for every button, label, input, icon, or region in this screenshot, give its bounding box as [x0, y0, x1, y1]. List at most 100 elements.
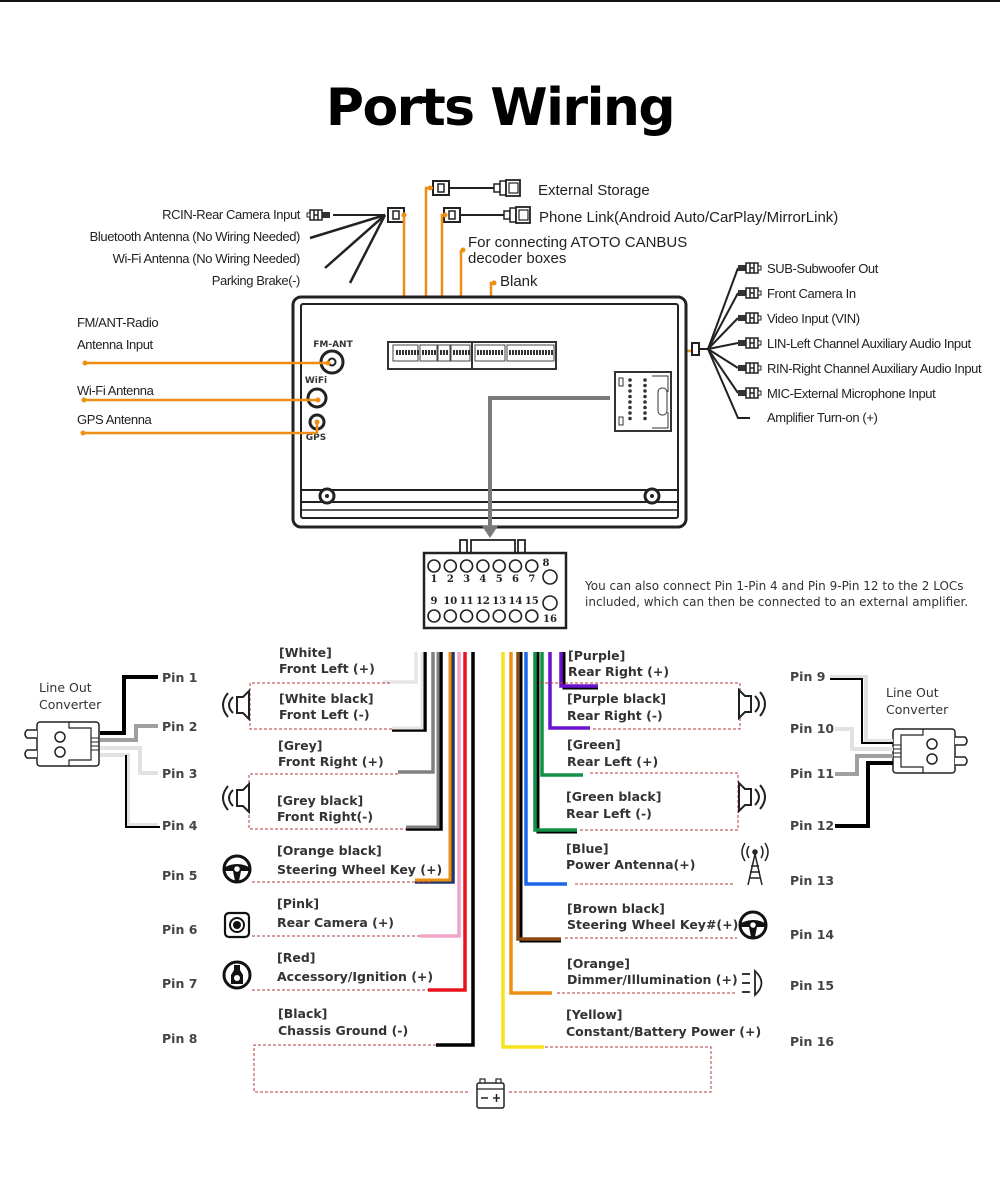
camera-icon [223, 911, 251, 939]
label-blank: Blank [500, 273, 538, 290]
wire [398, 652, 435, 774]
pin-hole [443, 559, 458, 573]
iso-connector-port [614, 371, 672, 432]
page-title: Ports Wiring [325, 78, 676, 138]
wire [548, 652, 590, 730]
label-mic: MIC-External Microphone Input [767, 386, 936, 401]
label-canbus-line1: For connecting ATOTO CANBUS [468, 234, 687, 251]
top-border-line [0, 0, 1000, 2]
wire-function-label: Front Right(-) [277, 809, 373, 824]
pin-hole-8 [542, 569, 558, 585]
label-external-storage: External Storage [538, 182, 650, 199]
loc-right-label-line1: Line Out [886, 685, 939, 700]
pin-label: Pin 9 [790, 669, 825, 684]
label-gps-antenna: GPS Antenna [77, 412, 153, 427]
wire [559, 652, 598, 688]
wire-function-label: Rear Right (-) [567, 708, 663, 723]
left-wire-bundle [383, 652, 475, 1047]
line-out-converter-left: Line Out Converter [24, 675, 160, 828]
pin-number: 11 [460, 596, 474, 607]
usb-phone-link [443, 206, 531, 224]
wire-stripe [415, 652, 452, 882]
wire-function-label: Power Antenna(+) [566, 857, 695, 872]
wire-color-label: [Green] [567, 737, 621, 752]
pin-label: Pin 4 [162, 818, 198, 833]
connector-note-line2: included, which can then be connected to… [585, 595, 968, 609]
wire-function-label: Steering Wheel Key (+) [277, 862, 442, 877]
wire-function-label: Constant/Battery Power (+) [566, 1024, 761, 1039]
label-canbus-line2: decoder boxes [468, 250, 566, 267]
left-pin-labels: Pin 1 Pin 2 Pin 3 Pin 4 Pin 5 Pin 6 Pin … [162, 670, 198, 1046]
label-amp-turn-on: Amplifier Turn-on (+) [767, 410, 878, 425]
wire [524, 652, 567, 886]
speaker-icon [222, 783, 250, 813]
pin-hole [459, 609, 474, 623]
pin-hole [443, 609, 458, 623]
pin-hole [476, 609, 490, 623]
antenna-tower-icon [741, 842, 769, 886]
wire-color-label: [Blue] [566, 841, 609, 856]
wire-function-label: Rear Left (+) [567, 754, 658, 769]
usb-plug-icon [493, 179, 521, 197]
wire [516, 652, 561, 941]
speaker-icon [222, 690, 250, 720]
wire-color-label: [Black] [278, 1006, 327, 1021]
wire-function-label: Accessory/Ignition (+) [277, 969, 433, 984]
headlight-icon [742, 968, 763, 998]
usb-plug-icon [503, 206, 531, 224]
ignition-key-icon [222, 960, 252, 990]
wire [436, 652, 475, 1047]
rca-harness-connector-icon [691, 342, 700, 356]
wire-stripe [406, 652, 440, 829]
wire [383, 652, 418, 684]
wire-color-label: [Brown black] [567, 901, 665, 916]
label-lin: LIN-Left Channel Auxiliary Audio Input [767, 336, 972, 351]
label-rin: RIN-Right Channel Auxiliary Audio Input [767, 361, 982, 376]
pin-label: Pin 3 [162, 766, 197, 781]
wire-stripe [562, 652, 598, 690]
connector-note-line1: You can also connect Pin 1-Pin 4 and Pin… [584, 579, 964, 593]
wire-color-label: [Purple black] [567, 691, 666, 706]
label-wifi-antenna-internal: Wi-Fi Antenna (No Wiring Needed) [113, 251, 300, 266]
label-wifi-antenna: Wi-Fi Antenna [77, 383, 155, 398]
wire-function-label: Chassis Ground (-) [278, 1023, 408, 1038]
pin-label: Pin 15 [790, 978, 834, 993]
pin-number-8: 8 [543, 558, 550, 569]
label-rcin: RCIN-Rear Camera Input [162, 207, 301, 222]
wire-stripe [519, 652, 561, 943]
wire-color-label: [Grey black] [277, 793, 363, 808]
wire [509, 652, 552, 995]
pin-number: 14 [509, 596, 523, 607]
pin-number: 1 [431, 574, 438, 585]
label-parking-brake: Parking Brake(-) [212, 273, 300, 288]
pin-label: Pin 2 [162, 719, 197, 734]
right-wire-labels: [Purple] Rear Right (+) [Purple black] R… [566, 648, 761, 1039]
pin-number: 10 [443, 596, 457, 607]
pin-hole [492, 559, 507, 573]
wire-function-label: Rear Left (-) [566, 806, 652, 821]
speaker-icon [738, 689, 766, 719]
right-pin-labels: Pin 9 Pin 10 Pin 11 Pin 12 Pin 13 Pin 14… [790, 669, 834, 1049]
steering-wheel-icon [222, 854, 252, 884]
pin-number: 9 [431, 596, 438, 607]
left-wire-labels: [White] Front Left (+) [White black] Fro… [277, 645, 442, 1038]
loc-left-label-line1: Line Out [39, 680, 92, 695]
pin-number: 6 [512, 574, 519, 585]
wire-color-label: [White black] [279, 691, 374, 706]
loc-right-label-line2: Converter [886, 702, 949, 717]
label-fm-line2: Antenna Input [77, 337, 154, 352]
wire-function-label: Front Left (-) [279, 707, 370, 722]
pin-number-16: 16 [543, 614, 557, 625]
battery-icon [476, 1078, 505, 1109]
wire [406, 652, 443, 831]
wire-color-label: [Yellow] [566, 1007, 623, 1022]
wire-color-label: [Pink] [277, 896, 319, 911]
wire-function-label: Front Right (+) [278, 754, 384, 769]
pin-number: 15 [525, 596, 539, 607]
head-unit-back-panel: FM-ANT WiFi GPS [291, 295, 688, 538]
pin-number: 13 [492, 596, 506, 607]
wire-stripe [392, 652, 424, 730]
wire [420, 652, 461, 938]
wire [392, 652, 427, 732]
wire [501, 652, 544, 1049]
